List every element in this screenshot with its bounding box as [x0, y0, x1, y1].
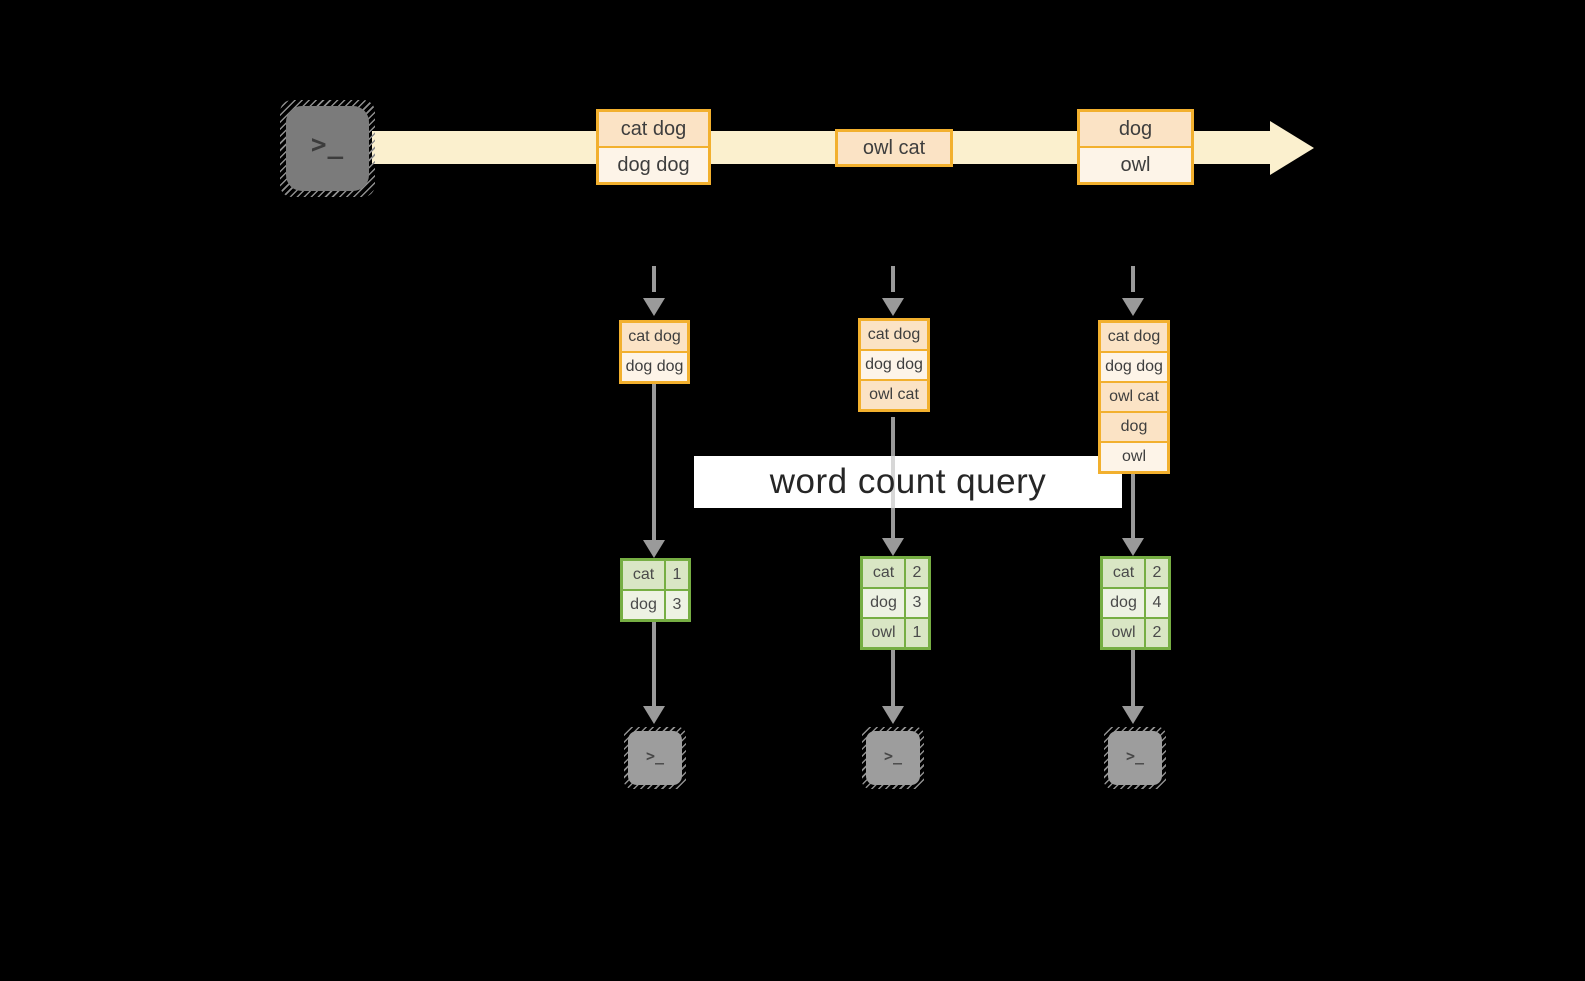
sink-terminal-icon-2: >_	[862, 727, 924, 789]
terminal-prompt-glyph: >_	[883, 747, 903, 765]
word-count-table-3: cat 2 dog 4 owl 2	[1100, 556, 1171, 650]
source-terminal-icon: >_	[280, 100, 375, 197]
state-row: cat dog	[1101, 323, 1167, 351]
flow-arrow-table-to-sink-2	[882, 650, 904, 724]
state-box-3: cat dog dog dog owl cat dog owl	[1098, 320, 1170, 474]
count-cell: 1	[906, 619, 928, 647]
word-count-table-1: cat 1 dog 3	[620, 558, 691, 622]
record-cell: cat dog	[599, 112, 708, 146]
terminal-body: >_	[628, 731, 682, 785]
arrow-dash	[1131, 266, 1135, 292]
ingest-arrow-2	[882, 266, 904, 316]
terminal-prompt-glyph: >_	[310, 129, 345, 160]
terminal-prompt-glyph: >_	[1125, 747, 1145, 765]
record-cell: owl	[1080, 148, 1191, 182]
word-cell: owl	[863, 619, 904, 647]
state-row: owl	[1101, 443, 1167, 471]
record-box-batch-1: cat dog dog dog	[596, 109, 711, 185]
arrowhead-icon	[1122, 538, 1144, 556]
state-row: dog dog	[622, 353, 687, 381]
count-cell: 2	[1146, 559, 1168, 587]
terminal-body: >_	[1108, 731, 1162, 785]
record-box-batch-2: owl cat	[835, 129, 953, 167]
arrowhead-icon	[643, 706, 665, 724]
state-row: dog	[1101, 413, 1167, 441]
arrow-dash	[652, 266, 656, 292]
query-label-band: word count query	[694, 456, 1122, 508]
count-cell: 4	[1146, 589, 1168, 617]
flow-arrow-table-to-sink-3	[1122, 650, 1144, 724]
arrowhead-icon	[643, 298, 665, 316]
word-cell: dog	[1103, 589, 1144, 617]
flow-arrow-table-to-sink-1	[643, 622, 665, 724]
state-row: cat dog	[622, 323, 687, 351]
terminal-prompt-glyph: >_	[645, 747, 665, 765]
sink-terminal-icon-1: >_	[624, 727, 686, 789]
ingest-arrow-3	[1122, 266, 1144, 316]
arrowhead-icon	[882, 706, 904, 724]
record-cell: dog	[1080, 112, 1191, 146]
terminal-body: >_	[866, 731, 920, 785]
arrowhead-icon	[1122, 298, 1144, 316]
count-cell: 2	[1146, 619, 1168, 647]
query-label: word count query	[769, 462, 1047, 501]
word-cell: dog	[623, 591, 664, 619]
flow-arrow-state-to-table-3	[1122, 474, 1144, 556]
arrow-dash	[891, 266, 895, 292]
terminal-body: >_	[286, 106, 369, 191]
word-cell: cat	[1103, 559, 1144, 587]
state-row: dog dog	[861, 351, 927, 379]
flow-arrow-state-to-table-1	[643, 384, 665, 558]
state-row: dog dog	[1101, 353, 1167, 381]
state-box-2: cat dog dog dog owl cat	[858, 318, 930, 412]
state-row: owl cat	[1101, 383, 1167, 411]
word-count-table-2: cat 2 dog 3 owl 1	[860, 556, 931, 650]
stream-arrowhead-icon	[1270, 121, 1314, 175]
word-cell: dog	[863, 589, 904, 617]
state-row: cat dog	[861, 321, 927, 349]
word-cell: cat	[623, 561, 664, 589]
arrowhead-icon	[882, 538, 904, 556]
state-row: owl cat	[861, 381, 927, 409]
count-cell: 3	[906, 589, 928, 617]
state-box-1: cat dog dog dog	[619, 320, 690, 384]
arrowhead-icon	[643, 540, 665, 558]
count-cell: 2	[906, 559, 928, 587]
ingest-arrow-1	[643, 266, 665, 316]
record-box-batch-3: dog owl	[1077, 109, 1194, 185]
count-cell: 1	[666, 561, 688, 589]
count-cell: 3	[666, 591, 688, 619]
arrowhead-icon	[882, 298, 904, 316]
record-cell: dog dog	[599, 148, 708, 182]
sink-terminal-icon-3: >_	[1104, 727, 1166, 789]
record-cell: owl cat	[838, 132, 950, 164]
arrow-through-band	[891, 456, 895, 508]
arrowhead-icon	[1122, 706, 1144, 724]
word-cell: cat	[863, 559, 904, 587]
word-cell: owl	[1103, 619, 1144, 647]
